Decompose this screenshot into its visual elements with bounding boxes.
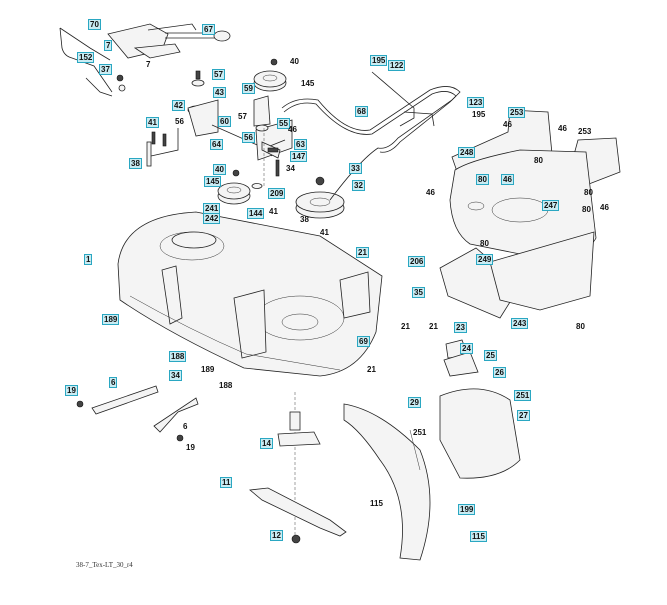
label-147: 147 <box>290 151 308 162</box>
lower-parts <box>76 385 347 544</box>
label-243: 243 <box>511 318 529 329</box>
belt-covers <box>439 109 621 319</box>
label-26: 26 <box>493 367 506 378</box>
label-38-b: 38 <box>300 215 309 224</box>
label-7-b: 7 <box>146 60 151 69</box>
label-64: 64 <box>210 139 223 150</box>
label-199: 199 <box>458 504 476 515</box>
label-80-f: 80 <box>576 322 585 331</box>
diagram-caption: 38-7_Tex-LT_30_r4 <box>76 561 133 569</box>
label-56: 56 <box>175 117 184 126</box>
label-195-b: 195 <box>472 110 486 119</box>
label-40-b: 40 <box>213 164 226 175</box>
label-189: 189 <box>102 314 120 325</box>
label-12: 12 <box>270 530 283 541</box>
label-41-c: 41 <box>320 228 329 237</box>
label-123: 123 <box>467 97 485 108</box>
label-35: 35 <box>412 287 425 298</box>
label-37: 37 <box>99 64 112 75</box>
label-152: 152 <box>77 52 95 63</box>
label-25: 25 <box>484 350 497 361</box>
label-23: 23 <box>454 322 467 333</box>
label-6-b: 6 <box>183 422 188 431</box>
label-46-d: 46 <box>501 174 514 185</box>
label-34: 34 <box>286 164 295 173</box>
label-46-e: 46 <box>426 188 435 197</box>
label-40: 40 <box>290 57 299 66</box>
idler-pulley-assembly <box>187 58 293 189</box>
label-55: 55 <box>277 118 290 129</box>
left-rods <box>146 128 179 167</box>
label-122: 122 <box>388 60 406 71</box>
label-19: 19 <box>65 385 78 396</box>
label-209: 209 <box>268 188 286 199</box>
label-56-b: 56 <box>242 132 255 143</box>
label-6: 6 <box>109 377 118 388</box>
label-247: 247 <box>542 200 560 211</box>
label-46-c: 46 <box>558 124 567 133</box>
label-38: 38 <box>129 158 142 169</box>
lift-lever-assembly <box>59 23 231 97</box>
label-11: 11 <box>220 477 233 488</box>
label-206: 206 <box>408 256 426 267</box>
discharge-chute <box>343 339 521 561</box>
label-59: 59 <box>242 83 255 94</box>
label-67: 67 <box>202 24 215 35</box>
label-80: 80 <box>534 156 543 165</box>
label-43: 43 <box>213 87 226 98</box>
label-145-b: 145 <box>204 176 222 187</box>
label-188-b: 188 <box>219 381 233 390</box>
label-253: 253 <box>508 107 526 118</box>
label-21: 21 <box>356 247 369 258</box>
label-46-f: 46 <box>600 203 609 212</box>
label-80-e: 80 <box>480 239 489 248</box>
label-195: 195 <box>370 55 388 66</box>
label-14: 14 <box>260 438 273 449</box>
label-33: 33 <box>349 163 362 174</box>
label-188: 188 <box>169 351 187 362</box>
label-41-b: 41 <box>269 207 278 216</box>
label-251: 251 <box>514 390 532 401</box>
label-253-b: 253 <box>578 127 592 136</box>
label-46: 46 <box>288 125 297 134</box>
label-19-b: 19 <box>186 443 195 452</box>
label-69: 69 <box>357 336 370 347</box>
label-21-c: 21 <box>367 365 376 374</box>
label-144: 144 <box>247 208 265 219</box>
drive-belt <box>281 71 461 201</box>
label-242: 242 <box>203 213 221 224</box>
label-41: 41 <box>146 117 159 128</box>
label-32: 32 <box>352 180 365 191</box>
label-115: 115 <box>370 499 383 508</box>
label-63: 63 <box>294 139 307 150</box>
label-24: 24 <box>460 343 473 354</box>
label-7: 7 <box>104 40 113 51</box>
label-248: 248 <box>458 147 476 158</box>
pulleys <box>217 169 345 219</box>
label-60: 60 <box>218 116 231 127</box>
label-27: 27 <box>517 410 530 421</box>
label-115-b: 115 <box>470 531 487 542</box>
label-46-b: 46 <box>503 120 512 129</box>
label-68: 68 <box>355 106 368 117</box>
mower-deck <box>117 211 383 377</box>
label-1: 1 <box>84 254 93 265</box>
label-42: 42 <box>172 100 185 111</box>
label-34-b: 34 <box>169 370 182 381</box>
label-57-b: 57 <box>238 112 247 121</box>
label-21-b: 21 <box>401 322 410 331</box>
label-57: 57 <box>212 69 225 80</box>
label-249: 249 <box>476 254 494 265</box>
label-29: 29 <box>408 397 421 408</box>
label-189-b: 189 <box>201 365 215 374</box>
label-80-c: 80 <box>584 188 593 197</box>
label-21-d: 21 <box>429 322 438 331</box>
label-251-b: 251 <box>413 428 427 437</box>
label-145: 145 <box>301 79 315 88</box>
label-70: 70 <box>88 19 101 30</box>
label-80-b: 80 <box>476 174 489 185</box>
label-80-d: 80 <box>582 205 591 214</box>
